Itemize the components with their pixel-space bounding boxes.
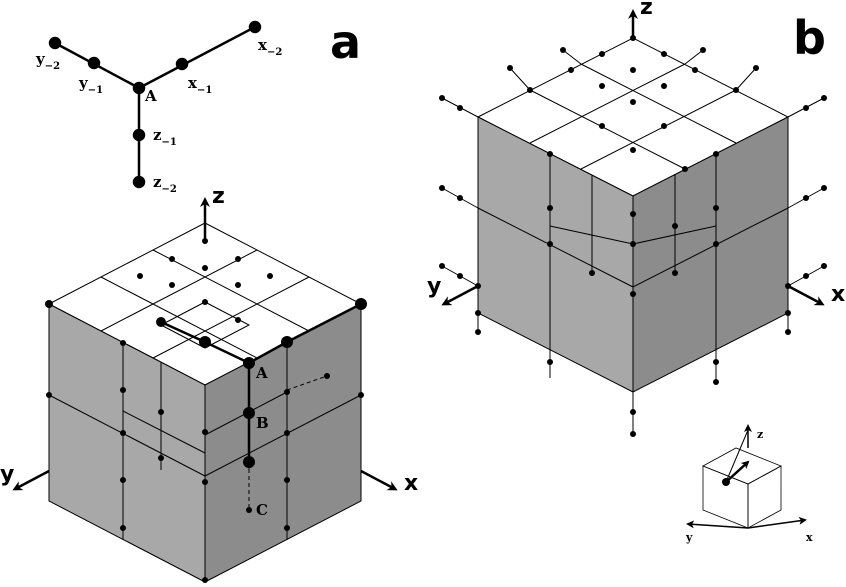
graph-label-x-2: x−2 bbox=[258, 36, 282, 58]
cube-b-axes bbox=[441, 9, 825, 306]
axis-z-label-b: z bbox=[640, 0, 653, 20]
cube-b-top-grid bbox=[529, 63, 737, 170]
cube-a-nodes bbox=[45, 238, 367, 583]
cube-a-top-grid bbox=[100, 249, 310, 359]
panel-label-a: a bbox=[330, 15, 361, 69]
axis-z-label-a: z bbox=[212, 184, 225, 209]
graph-node bbox=[132, 128, 146, 142]
graph-node bbox=[132, 175, 146, 189]
cube-a-axes bbox=[12, 197, 398, 491]
neighbor-graph bbox=[48, 20, 262, 189]
orientation-center-node bbox=[722, 478, 730, 486]
graph-labels: A y−2 y−1 x−1 x−2 z−1 z−2 bbox=[35, 36, 282, 195]
graph-center-label: A bbox=[144, 87, 157, 105]
graph-label-z-1: z−1 bbox=[153, 126, 177, 148]
cube-b-left-grid bbox=[477, 154, 634, 350]
graph-node bbox=[48, 36, 62, 50]
cube-b-sticks bbox=[441, 49, 825, 434]
axis-y-label-a: y bbox=[0, 462, 14, 487]
point-label-a: A bbox=[255, 364, 268, 382]
axis-y-label-b: y bbox=[427, 274, 441, 299]
graph-node bbox=[87, 56, 101, 70]
graph-label-y-1: y−1 bbox=[78, 74, 103, 96]
orientation-cube bbox=[686, 424, 807, 529]
point-label-c: C bbox=[256, 501, 268, 519]
cube-a-dashed bbox=[248, 375, 328, 510]
graph-node-center bbox=[132, 81, 146, 95]
small-axis-z: z bbox=[757, 428, 763, 441]
graph-node bbox=[175, 57, 189, 71]
graph-label-x-1: x−1 bbox=[188, 74, 212, 96]
panel-label-b: b bbox=[793, 11, 826, 65]
graph-node bbox=[248, 20, 262, 34]
axis-x-label-a: x bbox=[404, 471, 418, 496]
small-axis-x: x bbox=[806, 531, 813, 544]
graph-label-z-2: z−2 bbox=[153, 173, 177, 195]
graph-label-y-2: y−2 bbox=[35, 50, 60, 72]
small-axis-y: y bbox=[685, 531, 693, 544]
point-label-b: B bbox=[256, 414, 269, 432]
cube-a-left-grid bbox=[48, 343, 206, 540]
cube-b-nodes bbox=[439, 35, 827, 437]
axis-x-label-b: x bbox=[831, 282, 845, 307]
